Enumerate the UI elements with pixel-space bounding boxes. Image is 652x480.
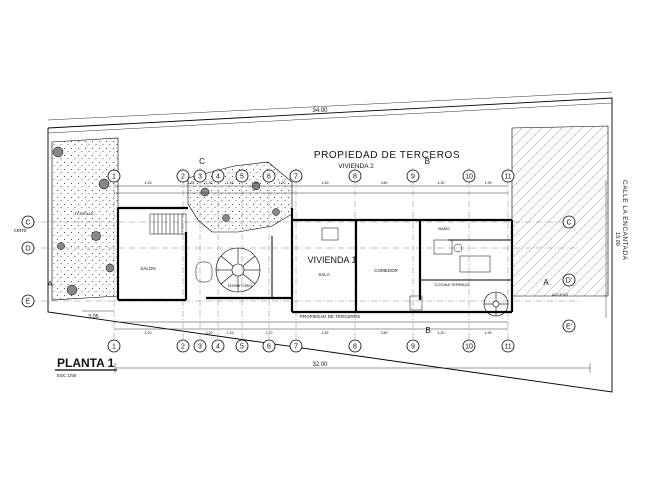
drawing-title: PLANTA 1 [57, 356, 115, 370]
room-label-bano: BAÑO [438, 226, 449, 231]
axis-D: D [25, 246, 30, 253]
section-mark-b-top: B' [425, 157, 432, 166]
top-dim: 3.80 [381, 181, 388, 185]
axis-8: 8 [353, 174, 357, 181]
dimension-34: 34.00 [312, 108, 328, 114]
axis-4: 4 [216, 174, 220, 181]
stair-left [149, 213, 187, 235]
axis-9: 9 [411, 174, 415, 181]
axis-7: 7 [294, 174, 298, 181]
axis-10: 10 [465, 344, 473, 351]
fixtures [195, 227, 491, 311]
dimension-13: 13.00 [614, 232, 620, 246]
section-mark-b: B [425, 326, 430, 335]
room-label-comedor: COMEDOR [374, 268, 398, 273]
axis-3: 3 [198, 344, 202, 351]
neighbor-property-label: PROPIEDAD DE TERCEROS [314, 150, 460, 161]
axis-5: 5 [240, 174, 244, 181]
top-dim: 1.70 [279, 181, 286, 185]
room-label-sala: SALA [318, 272, 330, 277]
axis-9: 9 [411, 344, 415, 351]
axis-8: 8 [353, 344, 357, 351]
unit-label: VIVIENDA 1 [307, 255, 356, 265]
section-mark-a: A [47, 280, 53, 289]
bottom-dim: 2.70 [266, 331, 273, 335]
dimension-32: 32.00 [312, 362, 328, 368]
section-markers: A A B B' C [47, 157, 549, 335]
bottom-dim: 3.80 [381, 331, 388, 335]
axis-bubbles-right: C D' E' [562, 215, 576, 333]
bottom-dimension-labels: 4.20 3.20 1.15 2.70 4.45 3.80 4.30 1.95 [145, 331, 492, 335]
axis-10: 10 [465, 174, 473, 181]
side-label: cerro [14, 228, 27, 234]
axis-6: 6 [267, 174, 271, 181]
axis-11: 11 [504, 344, 511, 351]
top-dimension-labels: 4.25 1.35 1.30 1.45 1.40 1.70 4.45 3.80 … [145, 181, 492, 185]
axis-4: 4 [216, 344, 220, 351]
top-dim: 4.45 [322, 181, 329, 185]
dimension-chains [82, 185, 508, 330]
axis-D-right: D' [566, 278, 572, 285]
building-walls [116, 206, 514, 314]
bottom-dim: 1.15 [227, 331, 234, 335]
top-dim: 1.95 [485, 181, 492, 185]
axis-C-right: C [566, 220, 571, 227]
spiral-stair-right [483, 291, 509, 317]
axis-2: 2 [181, 174, 185, 181]
neighbor-unit-label: VIVIENDA 2 [338, 163, 374, 170]
overall-bottom-dimension: 32.00 [114, 362, 591, 373]
bottom-dim: 4.30 [438, 331, 445, 335]
room-label-cocina: COCINA TERRAZA [434, 282, 469, 287]
axis-C: C [25, 220, 30, 227]
left-offset-dimension: 3.05 [88, 314, 99, 320]
axis-bubbles-top: 1 2 3 4 5 6 7 8 9 10 11 [107, 169, 515, 183]
top-dim: 1.40 [252, 181, 259, 185]
top-dim: 1.45 [227, 181, 234, 185]
axis-6: 6 [267, 344, 271, 351]
overall-top-dimension: 34.00 [47, 91, 613, 121]
bottom-dim: 4.45 [322, 331, 329, 335]
axis-7: 7 [294, 344, 298, 351]
room-label-acceso: ACCESO [552, 293, 568, 297]
top-dim: 4.25 [145, 181, 152, 185]
neighbor-bottom-label: PROPIEDAD DE TERCEROS [300, 314, 360, 319]
axis-bubbles-bottom: 1 2 3 4 5 6 7 8 9 10 11 [107, 339, 515, 353]
bottom-dim: 3.20 [206, 331, 213, 335]
section-mark-a-right: A [543, 278, 549, 287]
axis-3: 3 [198, 174, 202, 181]
axis-E: E [26, 299, 31, 306]
top-dim: 1.35 [188, 181, 195, 185]
bottom-dim: 4.20 [145, 331, 152, 335]
axis-2: 2 [181, 344, 185, 351]
room-label-terraza: TERRAZA [75, 211, 94, 216]
axis-bubbles-left: C D E [21, 215, 35, 308]
neighbor-block-right [511, 125, 609, 297]
spiral-stair [215, 247, 261, 293]
top-dim: 4.30 [438, 181, 445, 185]
garden-area [51, 137, 119, 301]
top-dim: 1.30 [206, 181, 213, 185]
axis-5: 5 [240, 344, 244, 351]
street-label: CALLE LA ENCANTADA [621, 180, 628, 261]
room-label-salon: SALON [140, 266, 155, 271]
drawing-scale: ESC 1/50 [57, 373, 77, 378]
axis-E-right: E' [566, 324, 572, 331]
lot-boundary [47, 97, 613, 393]
bottom-dim: 1.95 [485, 331, 492, 335]
axis-11: 11 [504, 174, 511, 181]
axis-1: 1 [112, 174, 116, 181]
axis-1: 1 [112, 344, 116, 351]
section-mark-c: C [199, 157, 205, 166]
room-label-dormitorio: DORMITORIO [228, 284, 253, 288]
